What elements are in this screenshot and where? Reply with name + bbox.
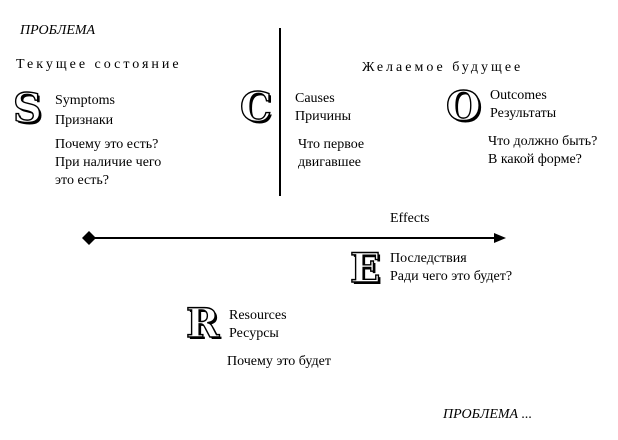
r-question-1: Почему это будет — [227, 354, 331, 369]
o-name-en: Outcomes — [490, 88, 547, 103]
s-question-2: При наличие чего — [55, 155, 162, 170]
r-letter: R — [185, 300, 220, 347]
desired-future-label: Желаемое будущее — [362, 60, 524, 75]
s-name-en: Symptoms — [55, 93, 115, 108]
s-question-1: Почему это есть? — [55, 137, 159, 152]
e-letter: E — [349, 245, 381, 292]
current-state-label: Текущее состояние — [16, 57, 182, 72]
s-question-3: это есть? — [55, 173, 109, 188]
c-letter: C — [239, 84, 272, 131]
c-name-en: Causes — [295, 91, 335, 106]
r-name-en: Resources — [229, 308, 287, 323]
e-name-ru: Последствия — [390, 251, 467, 266]
header-title: ПРОБЛЕМА — [20, 23, 96, 38]
o-question-2: В какой форме? — [488, 152, 582, 167]
o-question-1: Что должно быть? — [488, 134, 598, 149]
c-name-ru: Причины — [295, 109, 352, 124]
arrow-head — [494, 233, 506, 243]
footer-title: ПРОБЛЕМА ... — [443, 407, 533, 422]
s-name-ru: Признаки — [55, 113, 114, 128]
e-question-1: Ради чего это будет? — [390, 269, 513, 284]
o-letter: O — [445, 83, 481, 130]
r-name-ru: Ресурсы — [229, 326, 279, 341]
diamond-marker — [82, 231, 96, 245]
c-question-1: Что первое — [298, 137, 365, 152]
o-name-ru: Результаты — [490, 106, 557, 121]
c-question-2: двигавшее — [298, 155, 361, 170]
effects-label: Effects — [390, 211, 430, 226]
s-letter: S — [12, 85, 42, 132]
